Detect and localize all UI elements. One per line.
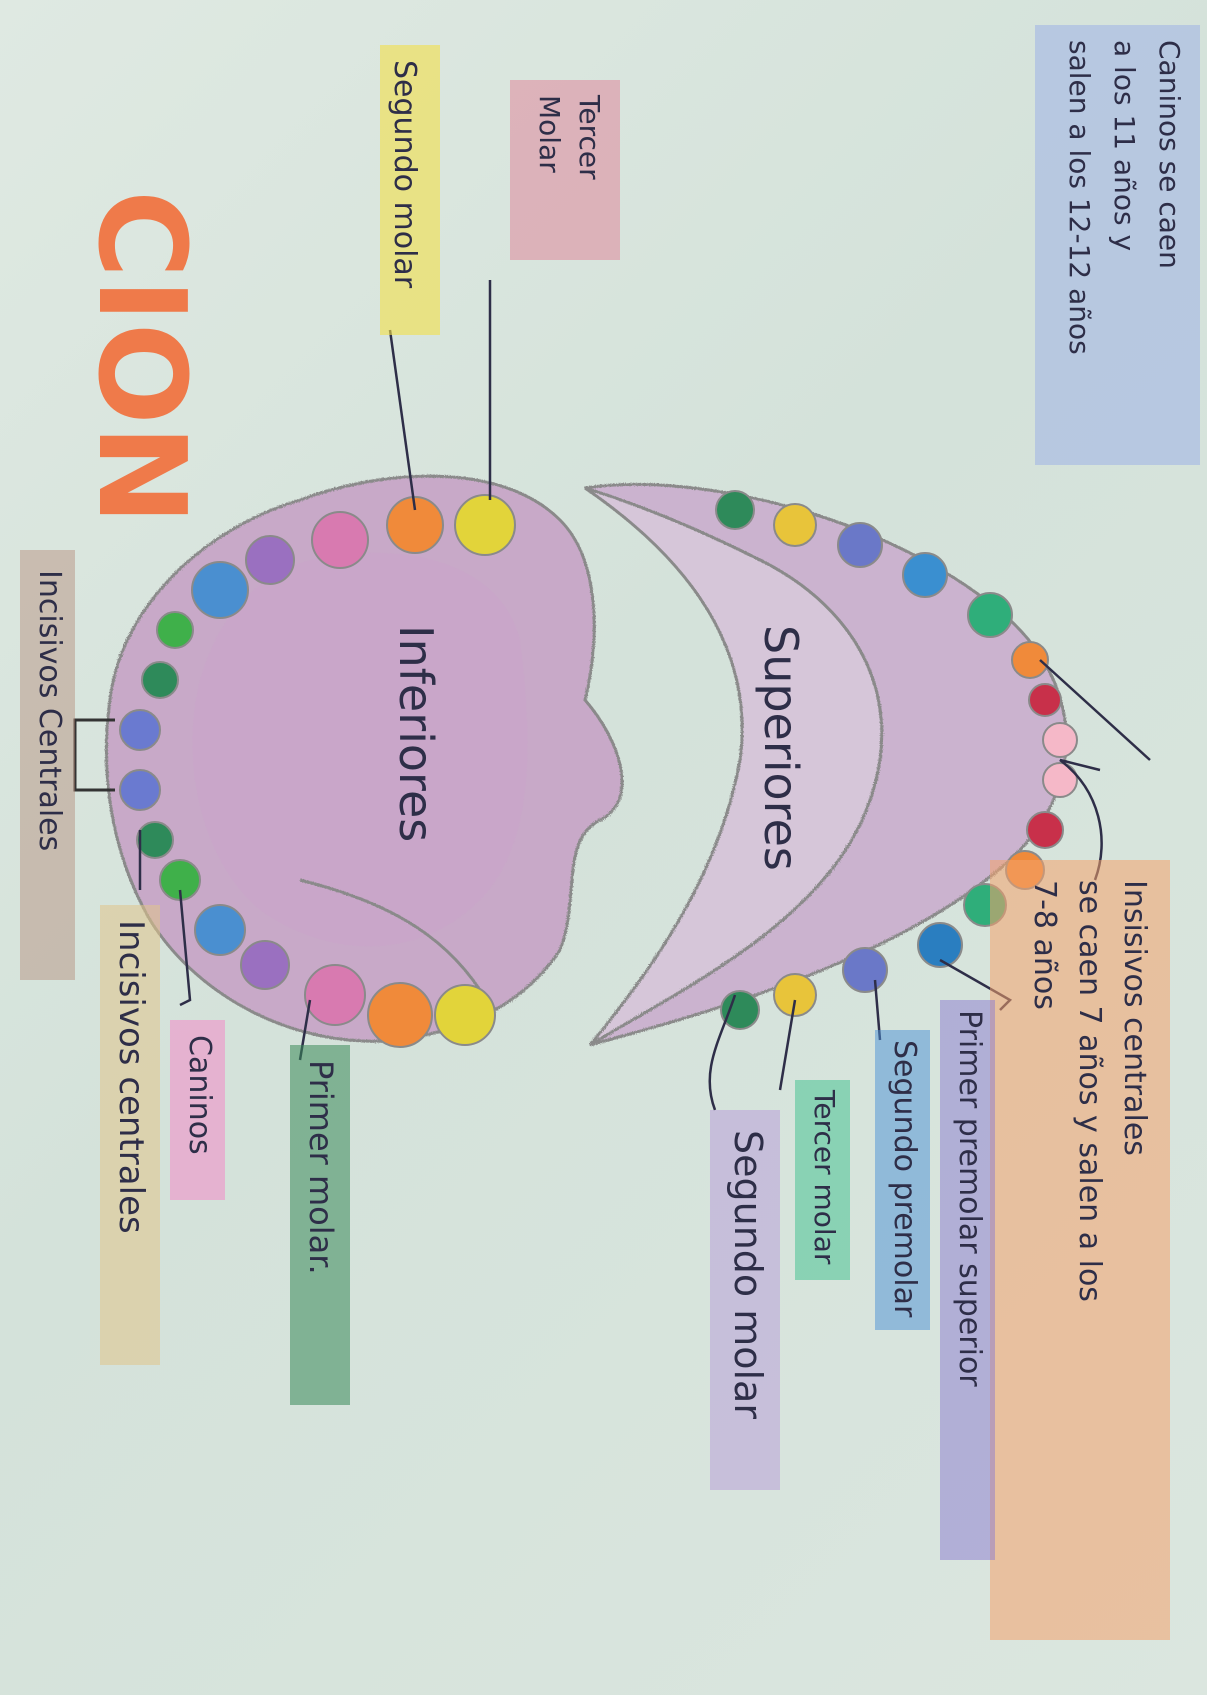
tercer-molar-sup-text: Tercer molar bbox=[808, 1089, 841, 1265]
upper-tooth-4 bbox=[903, 553, 947, 597]
lower-jaw bbox=[106, 476, 622, 1041]
lower-tooth-13 bbox=[241, 941, 289, 989]
lower-tooth-4 bbox=[246, 536, 294, 584]
upper-tooth-9 bbox=[1043, 763, 1077, 797]
insisivos-line-3: 7-8 años bbox=[1027, 880, 1062, 1010]
lower-tooth-1 bbox=[455, 495, 515, 555]
label-segundo-molar-inf: Segundo molar bbox=[380, 45, 440, 335]
label-incisivos-centrales-inf2: Incisivos centrales bbox=[100, 905, 160, 1365]
segundo-premolar-text: Segundo premolar bbox=[887, 1040, 922, 1318]
incisivos-inf-text: Incisivos Centrales bbox=[32, 570, 67, 851]
incisivos-inf2-text: Incisivos centrales bbox=[111, 920, 151, 1234]
lower-tooth-9 bbox=[120, 770, 160, 810]
label-tercer-molar-sup: Tercer molar bbox=[795, 1080, 850, 1280]
lower-tooth-8 bbox=[120, 710, 160, 750]
label-incisivos-centrales-inf: Incisivos Centrales bbox=[20, 550, 75, 980]
lower-tooth-5 bbox=[192, 562, 248, 618]
upper-tooth-7 bbox=[1029, 684, 1061, 716]
caninos-inf-text: Caninos bbox=[182, 1035, 217, 1155]
segundo-molar-inf-text: Segundo molar bbox=[387, 60, 422, 289]
upper-tooth-5 bbox=[968, 593, 1012, 637]
upper-tooth-2 bbox=[774, 504, 816, 546]
upper-tooth-8 bbox=[1043, 723, 1077, 757]
lower-jaw-text: Inferiores bbox=[389, 625, 443, 842]
lower-tooth-16 bbox=[435, 985, 495, 1045]
label-tercer-molar-inf: Tercer Molar bbox=[510, 80, 620, 260]
label-primer-premolar: Primer premolar superior bbox=[940, 1000, 995, 1560]
insisivos-line-1: Insisivos centrales bbox=[1117, 880, 1152, 1156]
lower-tooth-10 bbox=[137, 822, 173, 858]
upper-tooth-14 bbox=[843, 948, 887, 992]
label-caninos-inf: Caninos bbox=[170, 1020, 225, 1200]
label-segundo-molar-sup: Segundo molar bbox=[710, 1110, 780, 1490]
lower-jaw-label: Inferiores bbox=[389, 625, 443, 842]
primer-molar-inf-text: Primer molar. bbox=[302, 1060, 340, 1275]
page-title: CION bbox=[71, 190, 210, 525]
label-segundo-premolar: Segundo premolar bbox=[875, 1030, 930, 1330]
upper-tooth-10 bbox=[1027, 812, 1063, 848]
caninos-sup-line-3: salen a los 12-12 años bbox=[1063, 40, 1096, 355]
label-primer-molar-inf: Primer molar. bbox=[290, 1045, 350, 1405]
primer-premolar-text: Primer premolar superior bbox=[952, 1010, 987, 1387]
upper-tooth-1 bbox=[716, 491, 754, 529]
tercer-molar-inf-line-1: Tercer bbox=[573, 94, 606, 180]
label-caninos-superior: Caninos se caen a los 11 años y salen a … bbox=[1035, 25, 1200, 465]
label-insisivos-centrales: Insisivos centrales se caen 7 años y sal… bbox=[990, 860, 1170, 1640]
upper-tooth-15 bbox=[774, 974, 816, 1016]
lower-tooth-7 bbox=[142, 662, 178, 698]
lower-tooth-3 bbox=[312, 512, 368, 568]
lower-tooth-6 bbox=[157, 612, 193, 648]
lower-tooth-12 bbox=[195, 905, 245, 955]
caninos-sup-line-1: Caninos se caen bbox=[1153, 40, 1186, 269]
insisivos-line-2: se caen 7 años y salen a los bbox=[1072, 880, 1107, 1302]
upper-jaw-label: Superiores bbox=[754, 625, 808, 871]
tercer-molar-inf-line-2: Molar bbox=[533, 95, 566, 173]
lower-floor bbox=[193, 553, 528, 947]
upper-tooth-3 bbox=[838, 523, 882, 567]
title-text: CION bbox=[71, 190, 210, 525]
upper-tooth-16 bbox=[721, 991, 759, 1029]
upper-tooth-6 bbox=[1012, 642, 1048, 678]
lower-tooth-15 bbox=[368, 983, 432, 1047]
caninos-sup-line-2: a los 11 años y bbox=[1108, 40, 1141, 251]
segundo-molar-sup-text: Segundo molar bbox=[726, 1130, 770, 1419]
upper-jaw-text: Superiores bbox=[754, 625, 808, 871]
lower-tooth-14 bbox=[305, 965, 365, 1025]
